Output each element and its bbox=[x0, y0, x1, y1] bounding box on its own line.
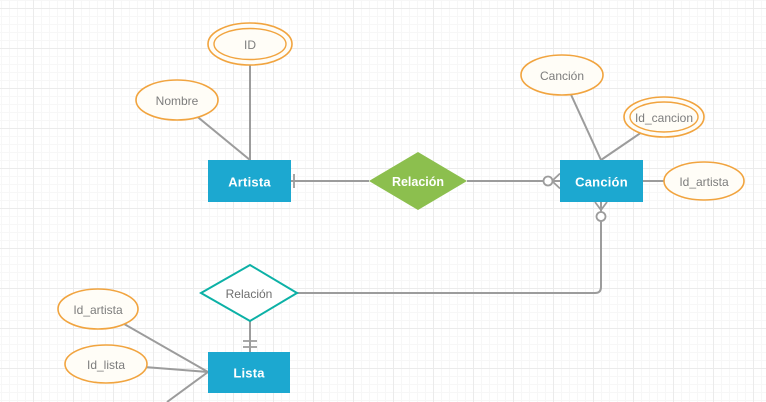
attribute-cancion-label: Canción bbox=[540, 69, 584, 83]
attribute-idartista-cancion-label: Id_artista bbox=[679, 175, 729, 189]
attribute-idartista-cancion-ellipse[interactable] bbox=[663, 161, 745, 201]
cardinality-zero-marker bbox=[542, 175, 554, 187]
entity-artista-label: Artista bbox=[228, 175, 271, 190]
attribute-idartista-lista-label: Id_artista bbox=[73, 303, 123, 317]
entity-cancion-rect[interactable] bbox=[560, 160, 643, 202]
attribute-id-ellipse[interactable] bbox=[207, 22, 293, 66]
attribute-cancion-ellipse[interactable] bbox=[520, 54, 604, 96]
attribute-nombre-label: Nombre bbox=[156, 94, 199, 108]
attribute-idartista-lista-ellipse[interactable] bbox=[57, 288, 139, 330]
attribute-id-inner-ellipse bbox=[213, 27, 287, 61]
attribute-nombre-ellipse[interactable] bbox=[135, 79, 219, 121]
entity-artista-rect[interactable] bbox=[208, 160, 291, 202]
connector-lista-offscreen[interactable] bbox=[166, 371, 209, 402]
attribute-idcancion-label: Id_cancion bbox=[635, 111, 693, 125]
attribute-idcancion-inner-ellipse bbox=[629, 101, 699, 133]
attribute-idlista-label: Id_lista bbox=[87, 358, 125, 372]
attribute-idcancion-ellipse[interactable] bbox=[623, 96, 705, 138]
entity-lista-label: Lista bbox=[233, 366, 265, 381]
cardinality-many-crowfoot-icon bbox=[594, 201, 608, 211]
relationship-cancion-lista-diamond[interactable] bbox=[198, 263, 299, 323]
entity-lista-rect[interactable] bbox=[208, 352, 290, 393]
cardinality-many-crowfoot-icon bbox=[551, 172, 561, 190]
relationship-2-label: Relación bbox=[226, 287, 273, 301]
relationship-artista-cancion-diamond[interactable] bbox=[369, 152, 467, 210]
relationship-1-label: Relación bbox=[392, 175, 444, 189]
cardinality-zero-marker bbox=[595, 211, 607, 222]
cardinality-exactly-one-marker bbox=[243, 340, 257, 348]
connector-cancion-relacion2[interactable] bbox=[297, 202, 602, 294]
attribute-idlista-ellipse[interactable] bbox=[64, 344, 148, 384]
entity-cancion-label: Canción bbox=[575, 175, 628, 190]
attribute-id-label: ID bbox=[244, 38, 256, 52]
